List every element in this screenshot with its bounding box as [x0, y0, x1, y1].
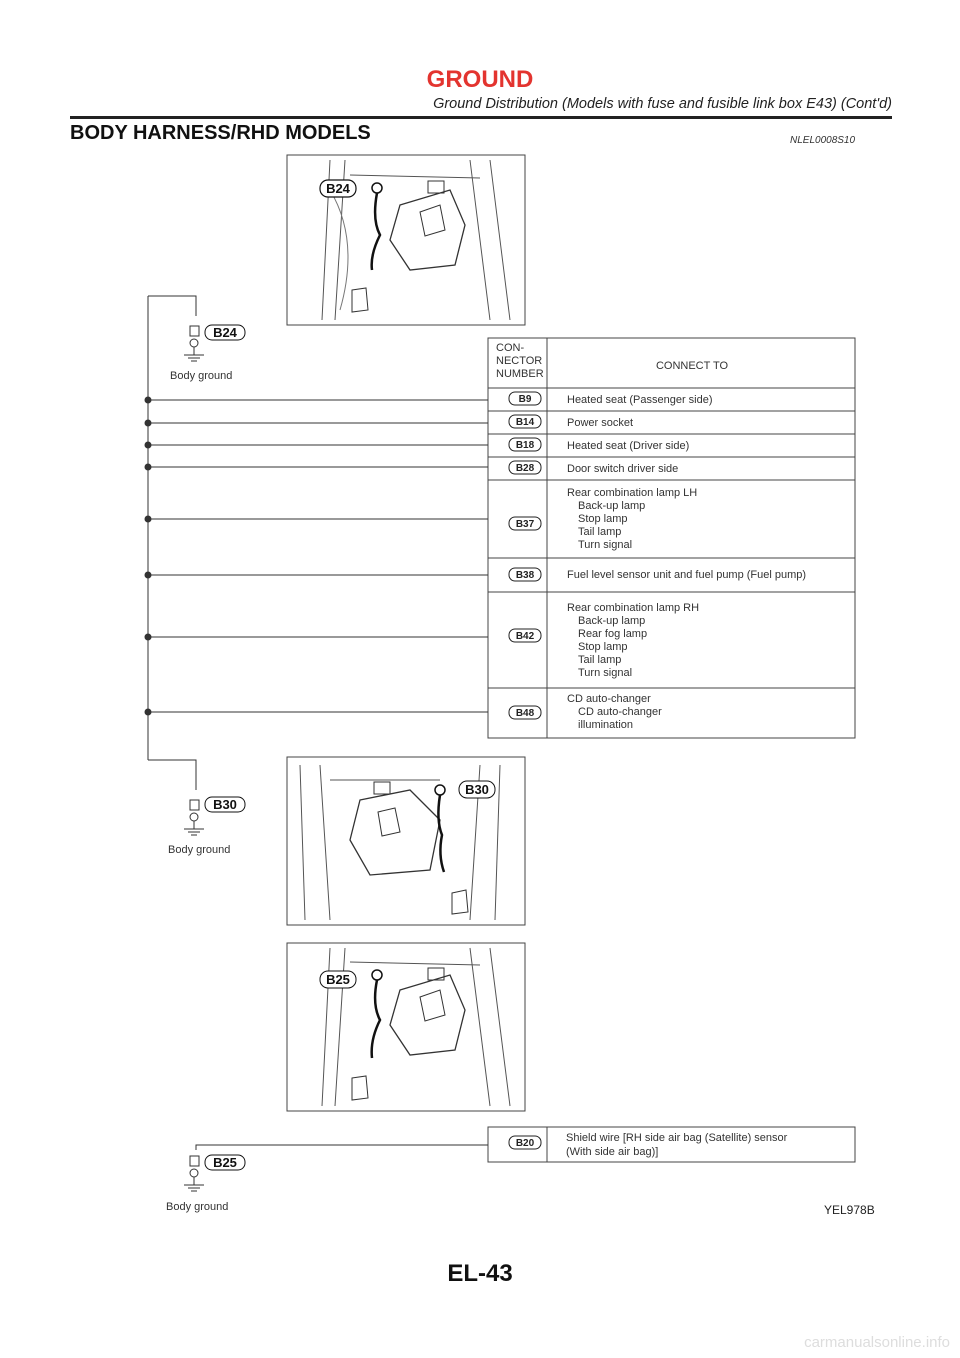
page-number: EL-43	[447, 1260, 513, 1287]
ground-b24: B24 Body ground	[148, 295, 246, 382]
table-header-col1-line3: NUMBER	[496, 368, 544, 380]
row-b14-text: Power socket	[567, 417, 633, 429]
row-b42-line4: Stop lamp	[578, 641, 628, 653]
row-b42-line2: Back-up lamp	[578, 615, 645, 627]
connector-b37: B37	[516, 519, 535, 530]
row-b18-text: Heated seat (Driver side)	[567, 440, 689, 452]
ground-b25: B25 Body ground	[166, 1144, 488, 1213]
header-title: GROUND	[426, 66, 534, 93]
header-rule	[70, 116, 892, 119]
row-b42-line6: Turn signal	[578, 667, 632, 679]
row-b37-line1: Rear combination lamp LH	[567, 487, 697, 499]
row-b38-text: Fuel level sensor unit and fuel pump (Fu…	[567, 569, 806, 581]
row-b37-line2: Back-up lamp	[578, 500, 645, 512]
section-code: NLEL0008S10	[790, 135, 856, 146]
ground-b24-id: B24	[213, 325, 238, 340]
connector-b18: B18	[516, 440, 535, 451]
photo-b24: B24	[286, 154, 526, 326]
row-b9-text: Heated seat (Passenger side)	[567, 394, 713, 406]
row-b37-line4: Tail lamp	[578, 526, 621, 538]
table-header-col1-line1: CON-	[496, 342, 524, 354]
connector-b38: B38	[516, 570, 535, 581]
ground-b30-label: Body ground	[168, 844, 230, 856]
connector-b42: B42	[516, 631, 535, 642]
header-subtitle: Ground Distribution (Models with fuse an…	[433, 96, 892, 112]
ground-b24-label: Body ground	[170, 370, 232, 382]
bus-wires	[144, 396, 488, 716]
photo-callout-b30: B30	[465, 782, 489, 797]
row-b20-line2: (With side air bag)]	[566, 1146, 658, 1158]
connector-b14: B14	[516, 417, 535, 428]
connector-b48: B48	[516, 708, 535, 719]
table-header-col1-line2: NECTOR	[496, 355, 542, 367]
section-title: BODY HARNESS/RHD MODELS	[70, 122, 371, 144]
row-b42-line5: Tail lamp	[578, 654, 621, 666]
row-b42-line1: Rear combination lamp RH	[567, 602, 699, 614]
row-b48-line1: CD auto-changer	[567, 693, 651, 705]
connector-b28: B28	[516, 463, 535, 474]
ground-b25-id: B25	[213, 1155, 237, 1170]
ground-b30-id: B30	[213, 797, 237, 812]
table-header-col2: CONNECT TO	[656, 360, 729, 372]
row-b42-line3: Rear fog lamp	[578, 628, 647, 640]
figure-code: YEL978B	[824, 1203, 875, 1217]
row-b48-line3: illumination	[578, 719, 633, 731]
connector-b20: B20	[516, 1138, 535, 1149]
row-b37-line3: Stop lamp	[578, 513, 628, 525]
connector-table-2: B20 Shield wire [RH side air bag (Satell…	[487, 1126, 856, 1163]
watermark: carmanualsonline.info	[804, 1334, 950, 1351]
photo-callout-b25: B25	[326, 972, 350, 987]
ground-b30: B30 Body ground	[148, 759, 246, 856]
row-b20-line1: Shield wire [RH side air bag (Satellite)…	[566, 1132, 788, 1144]
row-b37-line5: Turn signal	[578, 539, 632, 551]
photo-b25: B25	[286, 942, 526, 1112]
row-b28-text: Door switch driver side	[567, 463, 678, 475]
ground-b25-label: Body ground	[166, 1201, 228, 1213]
connector-table: CON- NECTOR NUMBER CONNECT TO B9 Heated …	[487, 337, 856, 739]
photo-callout-b24: B24	[326, 181, 351, 196]
row-b48-line2: CD auto-changer	[578, 706, 662, 718]
photo-b30: B30	[286, 756, 526, 926]
connector-b9: B9	[519, 394, 532, 405]
